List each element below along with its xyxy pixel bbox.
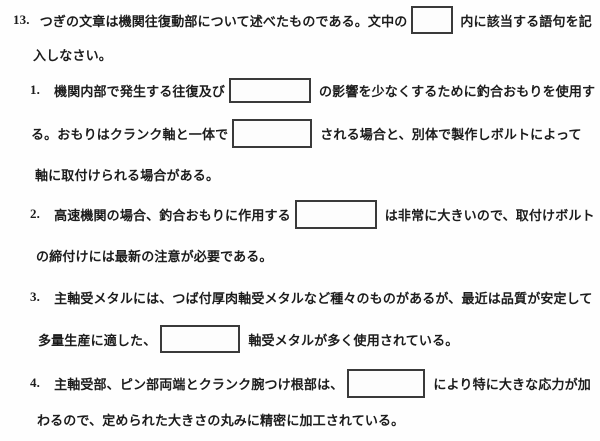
item1-text-after-blank1: の影響を少なくするために釣合おもりを使用す <box>319 83 596 99</box>
item4-line2: わるので、定められた大きさの丸みに精密に加工されている。 <box>37 404 404 434</box>
item4-text-line2: わるので、定められた大きさの丸みに精密に加工されている。 <box>37 412 405 428</box>
item1-text-before-blank1: 機関内部で発生する往復及び <box>54 83 226 99</box>
item1-line2: る。おもりはクランク軸と一体で される場合と、別体で製作しボルトによって <box>31 118 582 148</box>
item1-text-after-blank2: される場合と、別体で製作しボルトによって <box>320 126 582 142</box>
answer-blank-intro <box>411 6 454 34</box>
item4-text-before-blank: 主軸受部、ピン部両端とクランク腕つけ根部は、 <box>54 376 344 392</box>
item4-text-after-blank: により特に大きな応力が加 <box>433 376 591 392</box>
answer-blank-item3 <box>160 325 241 353</box>
intro-text-before-blank: つぎの文章は機関往復動部について述べたものである。文中の <box>39 13 408 29</box>
intro-text-after-blank: 内に該当する語句を記 <box>460 13 592 29</box>
item3-line1: 3. 主軸受メタルには、つば付厚肉軸受メタルなど種々のものがあるが、最近は品質が… <box>30 282 593 312</box>
item4-number: 4. <box>30 375 41 390</box>
item1-text-before-blank2: る。おもりはクランク軸と一体で <box>31 126 229 142</box>
answer-blank-item2 <box>294 199 377 229</box>
question-number: 13. <box>13 12 30 27</box>
item1-number: 1. <box>30 82 41 97</box>
answer-blank-item4 <box>347 368 426 398</box>
item1-text-line3: 軸に取付けられる場合がある。 <box>35 167 220 183</box>
item2-number: 2. <box>30 206 41 221</box>
item2-text-line2: の締付けには最新の注意が必要である。 <box>36 248 273 264</box>
item1-line1: 1. 機関内部で発生する往復及び の影響を少なくするために釣合おもりを使用す <box>30 75 595 105</box>
item3-number: 3. <box>30 289 41 304</box>
item3-line2: 多量生産に適した、 軸受メタルが多く使用されている。 <box>38 324 458 354</box>
question-intro-line2: 入しなさい。 <box>33 39 112 69</box>
item3-text-before-blank: 多量生産に適した、 <box>38 332 157 348</box>
item2-text-after-blank: は非常に大きいので、取付けボルト <box>384 207 595 223</box>
item4-line1: 4. 主軸受部、ピン部両端とクランク腕つけ根部は、 により特に大きな応力が加 <box>30 368 591 398</box>
item3-text-after-blank: 軸受メタルが多く使用されている。 <box>248 332 459 348</box>
item3-text-line1: 主軸受メタルには、つば付厚肉軸受メタルなど種々のものがあるが、最近は品質が安定し… <box>54 290 593 306</box>
item2-line1: 2. 高速機関の場合、釣合おもりに作用する は非常に大きいので、取付けボルト <box>30 199 595 229</box>
item2-text-before-blank: 高速機関の場合、釣合おもりに作用する <box>54 207 291 223</box>
answer-blank-item1b <box>232 118 313 148</box>
question-intro-line1: 13. つぎの文章は機関往復動部について述べたものである。文中の 内に該当する語… <box>13 5 592 35</box>
answer-blank-item1a <box>229 77 312 103</box>
intro-text-line2: 入しなさい。 <box>33 47 112 63</box>
item1-line3: 軸に取付けられる場合がある。 <box>35 159 219 189</box>
item2-line2: の締付けには最新の注意が必要である。 <box>36 240 273 270</box>
